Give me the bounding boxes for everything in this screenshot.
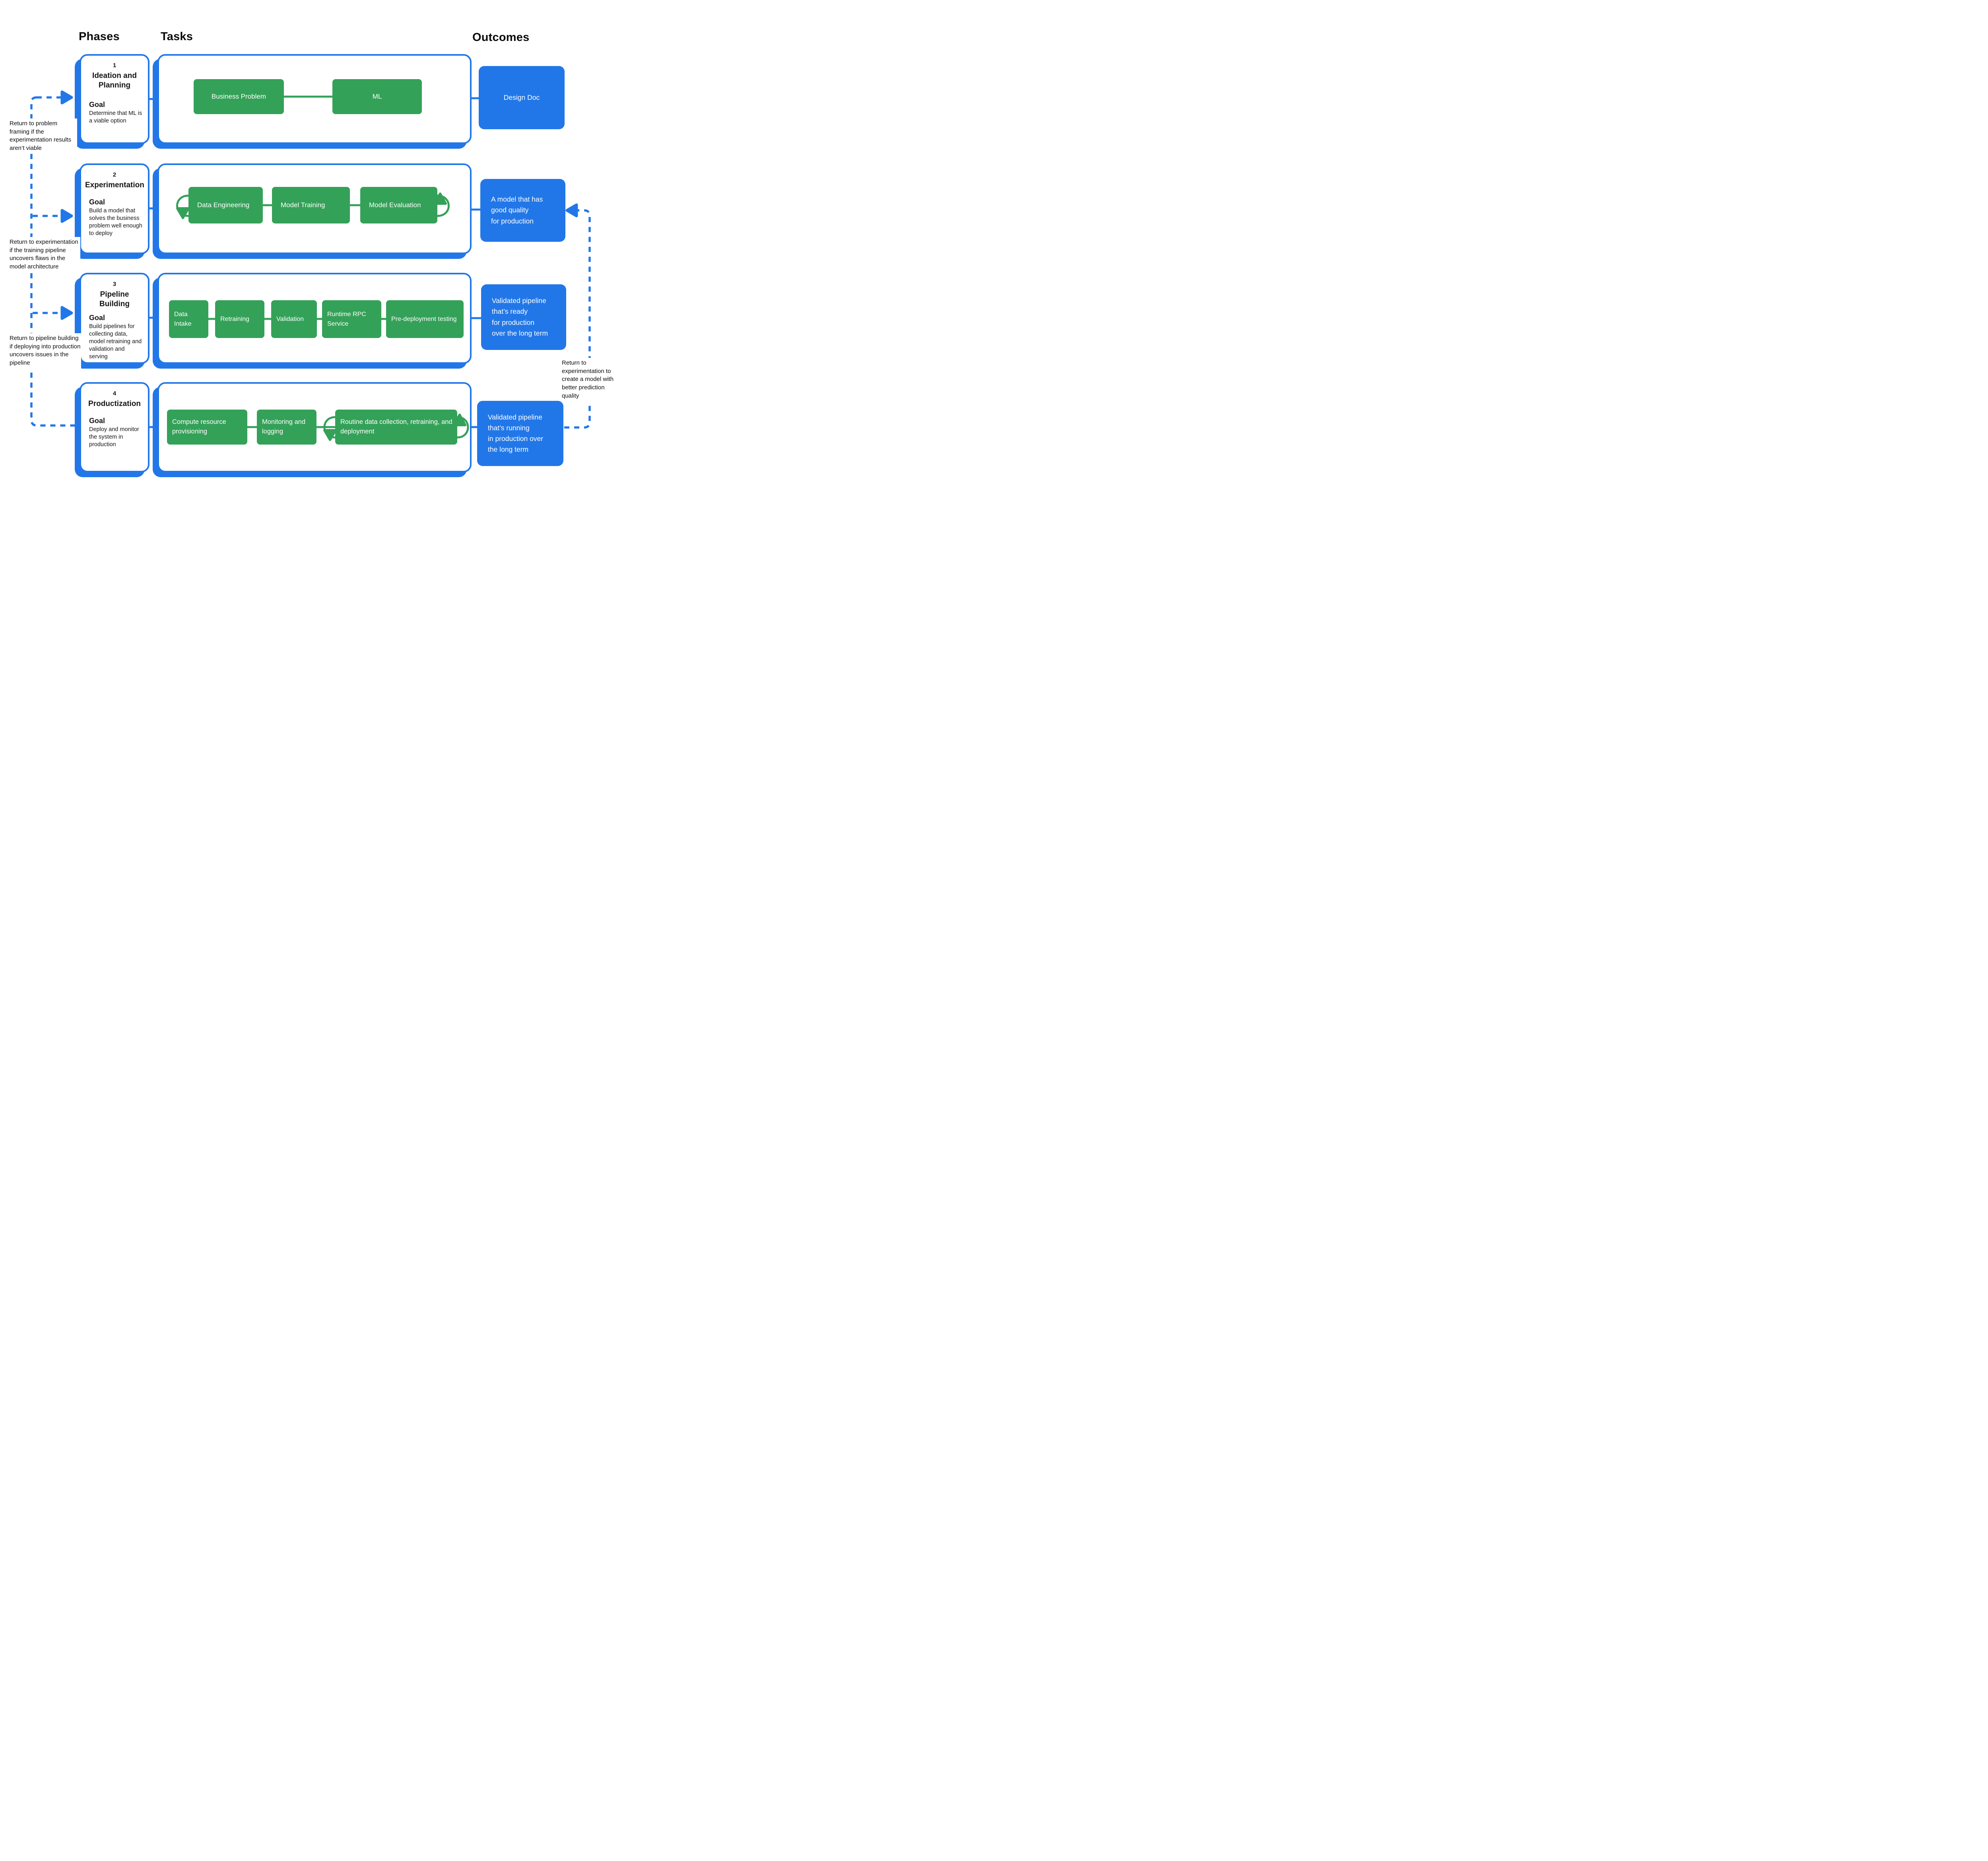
- outcome-validated-pipeline-running: Validated pipeline that’s running in pro…: [477, 401, 563, 466]
- task-business-problem: Business Problem: [194, 79, 284, 114]
- task-compute-resource-provisioning: Compute resource provisioning: [167, 410, 247, 445]
- task-ml: ML: [332, 79, 422, 114]
- task-model-evaluation: Model Evaluation: [360, 187, 437, 223]
- annotation-return-experimentation-right: Return to experimentation to create a mo…: [562, 358, 622, 402]
- phase-title: Ideation and Planning: [92, 72, 137, 89]
- phase-title: Pipeline Building: [99, 290, 130, 308]
- task-runtime-rpc-service: Runtime RPC Service: [322, 300, 381, 338]
- phase-number: 3: [113, 281, 116, 288]
- phase-card-experimentation: 2 Experimentation Goal Build a model tha…: [80, 163, 149, 254]
- goal-label: Goal: [89, 100, 105, 109]
- goal-label: Goal: [89, 198, 105, 206]
- annotation-return-experimentation-left: Return to experimentation if the trainin…: [10, 237, 80, 272]
- goal-text: Deploy and monitor the system in product…: [89, 426, 139, 448]
- goal-label: Goal: [89, 416, 105, 425]
- outcome-model-good-quality: A model that has good quality for produc…: [480, 179, 565, 242]
- task-monitoring-and-logging: Monitoring and logging: [257, 410, 316, 445]
- task-routine-data-collection-retraining-deployment: Routine data collection, retraining, and…: [335, 410, 457, 445]
- arrow-right-icon: [60, 306, 73, 320]
- phase-card-ideation: 1 Ideation and Planning Goal Determine t…: [80, 54, 149, 144]
- goal-text: Build a model that solves the business p…: [89, 207, 142, 237]
- tasks-column-header: Tasks: [161, 30, 193, 43]
- outcome-validated-pipeline-ready: Validated pipeline that’s ready for prod…: [481, 284, 566, 350]
- phase-title: Productization: [88, 400, 141, 408]
- outcome-design-doc: Design Doc: [479, 66, 565, 129]
- task-pre-deployment-testing: Pre-deployment testing: [386, 300, 464, 338]
- phase-card-pipeline-building: 3 Pipeline Building Goal Build pipelines…: [80, 273, 149, 364]
- task-retraining: Retraining: [215, 300, 264, 338]
- phase-task-connectors: [149, 97, 483, 428]
- task-connectors: [208, 95, 386, 428]
- task-validation: Validation: [271, 300, 317, 338]
- outcomes-column-header: Outcomes: [472, 31, 530, 44]
- phases-column-header: Phases: [79, 30, 120, 43]
- phase-title: Experimentation: [85, 181, 144, 189]
- phase-card-productization: 4 Productization Goal Deploy and monitor…: [80, 382, 149, 472]
- phase-number: 1: [113, 62, 116, 69]
- annotation-return-problem-framing: Return to problem framing if the experim…: [10, 118, 77, 154]
- phase-number: 2: [113, 171, 116, 178]
- task-data-engineering: Data Engineering: [188, 187, 263, 223]
- mlops-phases-diagram: Phases Tasks Outcomes 1 Ideation and Pla…: [0, 0, 623, 514]
- phase-number: 4: [113, 390, 116, 397]
- task-data-intake: Data Intake: [169, 300, 208, 338]
- arrow-right-icon: [60, 209, 73, 223]
- annotation-return-pipeline-building: Return to pipeline building if deploying…: [10, 333, 81, 369]
- goal-text: Build pipelines for collecting data, mod…: [89, 323, 142, 360]
- goal-text: Determine that ML is a viable option: [89, 110, 142, 124]
- arrow-left-icon: [565, 203, 578, 218]
- goal-label: Goal: [89, 313, 105, 322]
- task-model-training: Model Training: [272, 187, 350, 223]
- arrow-right-icon: [60, 90, 73, 105]
